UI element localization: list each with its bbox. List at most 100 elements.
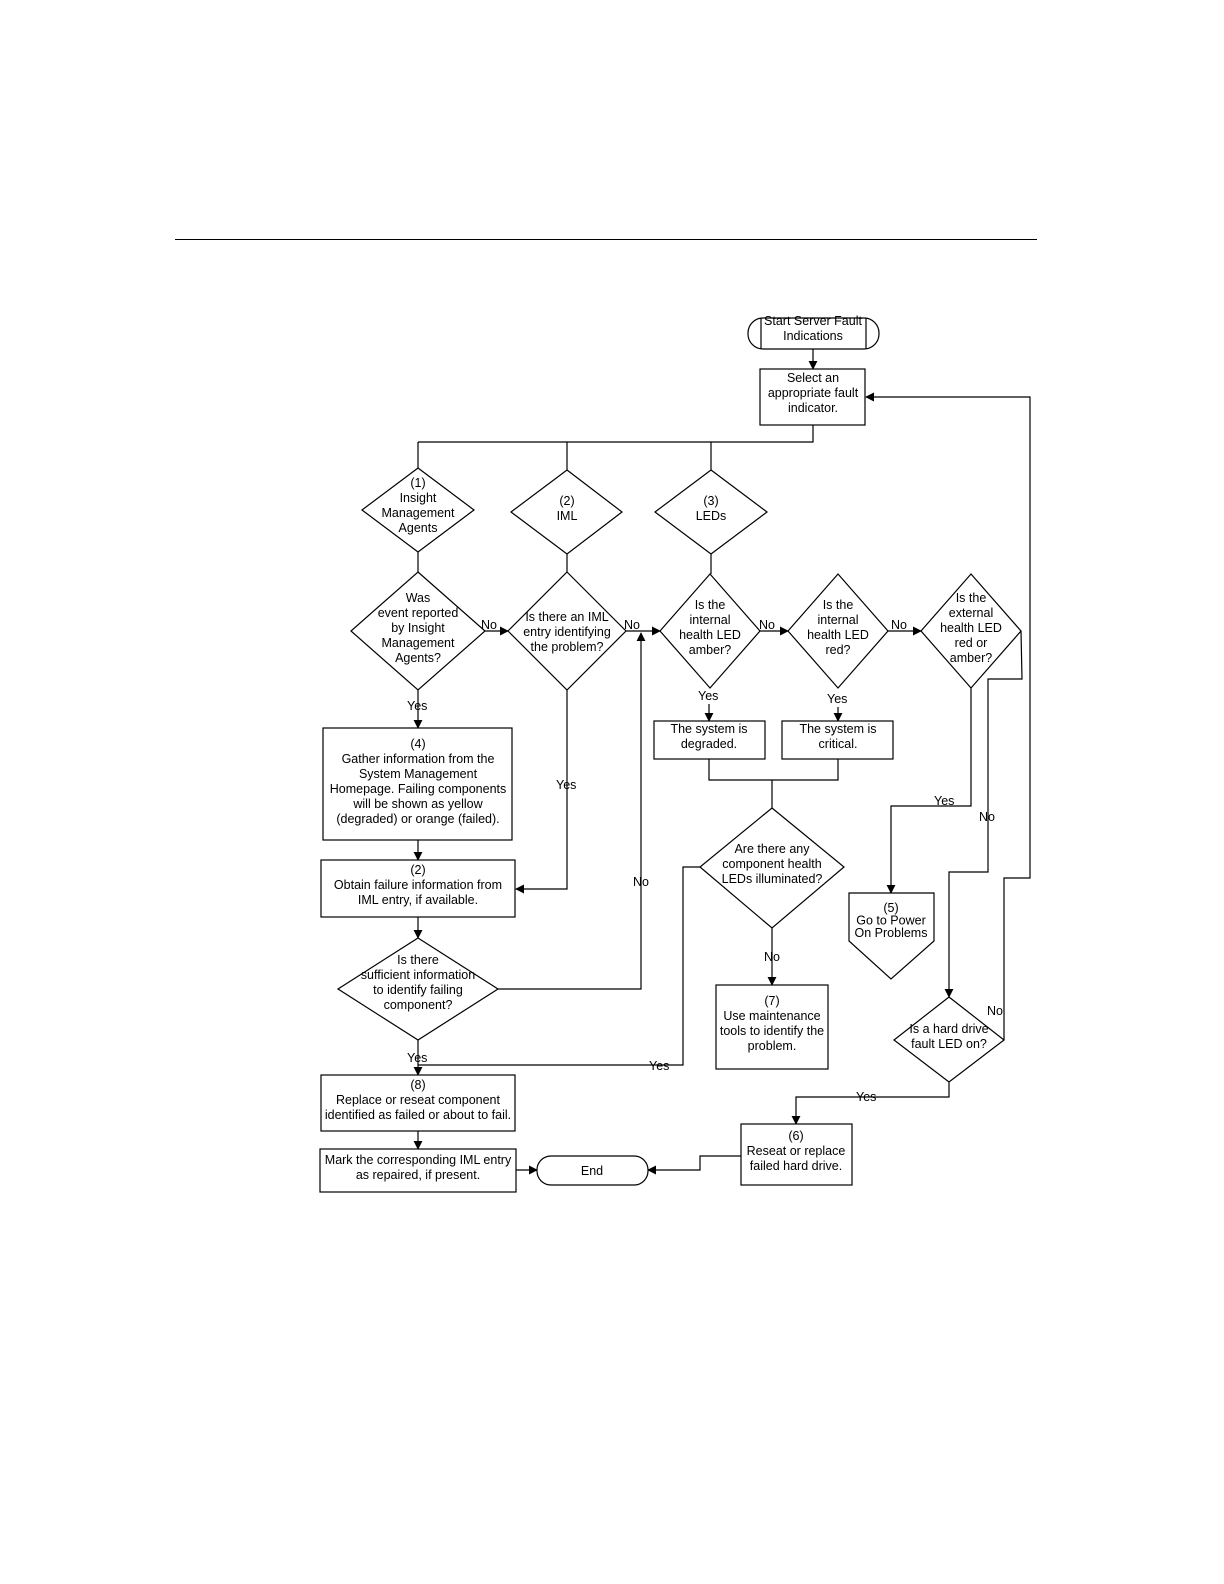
edge-reseat-end [647,1155,741,1175]
edge-hdd-no-select [865,392,1031,1040]
node-line: The system is [670,722,747,736]
label-hdd-yes: Yes [856,1090,876,1104]
node-line: internal [818,613,859,627]
label-red-no: No [891,618,907,632]
q-iml-diamond [507,571,627,691]
node-line: LEDs [696,509,727,523]
node-line: health LED [679,628,741,642]
node-line: Use maintenance [723,1009,820,1023]
d1-diamond [361,467,475,553]
node-line: health LED [940,621,1002,635]
node-line: (2) [410,863,425,877]
node-line: Indications [783,329,843,343]
node-line: Is the [695,598,726,612]
label-hdd-no: No [987,1004,1003,1018]
end-label: End [581,1164,603,1178]
node-line: IML [557,509,578,523]
label-amber-no: No [759,618,775,632]
node-line: external [949,606,993,620]
node-line: component health [722,857,821,871]
replace-box [320,1074,516,1132]
node-line: Replace or reseat component [336,1093,501,1107]
node-line: Go to Power [856,914,925,928]
edge-iml-yes-obtain [515,690,568,894]
edge-ext-no-hdd [944,630,1023,998]
node-line: (2) [559,494,574,508]
node-line: health LED [807,628,869,642]
node-line: The system is [799,722,876,736]
reseat-box [740,1123,853,1186]
node-line: amber? [950,651,992,665]
edge-hdd-yes-reseat [791,1082,950,1125]
edge-labels: No No No No Yes Yes Yes Yes No Yes Yes N… [407,618,1003,1104]
obtain-box [320,859,516,918]
node-line: Mark the corresponding IML entry [325,1153,512,1167]
q-int-amber-diamond [659,573,761,689]
node-line: LEDs illuminated? [722,872,823,886]
node-line: (3) [703,494,718,508]
edge-ext-yes-power [886,688,972,894]
node-line: Is a hard drive [909,1022,988,1036]
node-line: appropriate fault [768,386,859,400]
label-ext-no: No [979,810,995,824]
d2-diamond [510,469,623,555]
node-line: amber? [689,643,731,657]
edge-sufficient-no [498,632,646,990]
node-line: failed hard drive. [750,1159,842,1173]
q-hdd-diamond [893,996,1005,1083]
node-line: to identify failing [373,983,463,997]
q-int-red-diamond [787,573,889,689]
q-component-diamond [699,807,845,929]
node-line: indicator. [788,401,838,415]
node-line: Gather information from the [342,752,495,766]
d3-diamond [654,469,768,555]
node-line: identified as failed or about to fail. [325,1108,511,1122]
node-line: Insight [400,491,437,505]
node-line: as repaired, if present. [356,1168,480,1182]
node-line: by Insight [391,621,445,635]
label-sufficient-yes: Yes [407,1051,427,1065]
node-line: Start Server Fault [764,314,862,328]
gather-box [322,727,513,841]
node-line: Obtain failure information from [334,878,502,892]
d3-label: (3)LEDs [696,494,727,523]
q-ext-diamond [920,573,1022,689]
end-terminator [536,1155,649,1186]
edge-merge [708,759,839,781]
header-rule [175,239,1037,240]
edge-component-yes-replace [418,866,700,1066]
node-line: (7) [764,994,779,1008]
label-amber-yes: Yes [698,689,718,703]
node-line: Management [382,506,455,520]
shapes [319,317,1022,1193]
node-line: On Problems [855,926,928,940]
node-line: problem. [748,1039,797,1053]
q-event-diamond [350,571,486,691]
node-line: Is there an IML [525,610,608,624]
label-component-no: No [764,950,780,964]
label-red-yes: Yes [827,692,847,706]
label-component-yes: Yes [649,1059,669,1073]
d2-label: (2)IML [557,494,578,523]
node-line: (8) [410,1078,425,1092]
start-terminator [747,317,880,350]
degraded-box [653,720,766,760]
label-iml-no: No [624,618,640,632]
power-offpage [848,892,935,980]
node-line: red? [825,643,850,657]
label-iml-yes: Yes [556,778,576,792]
